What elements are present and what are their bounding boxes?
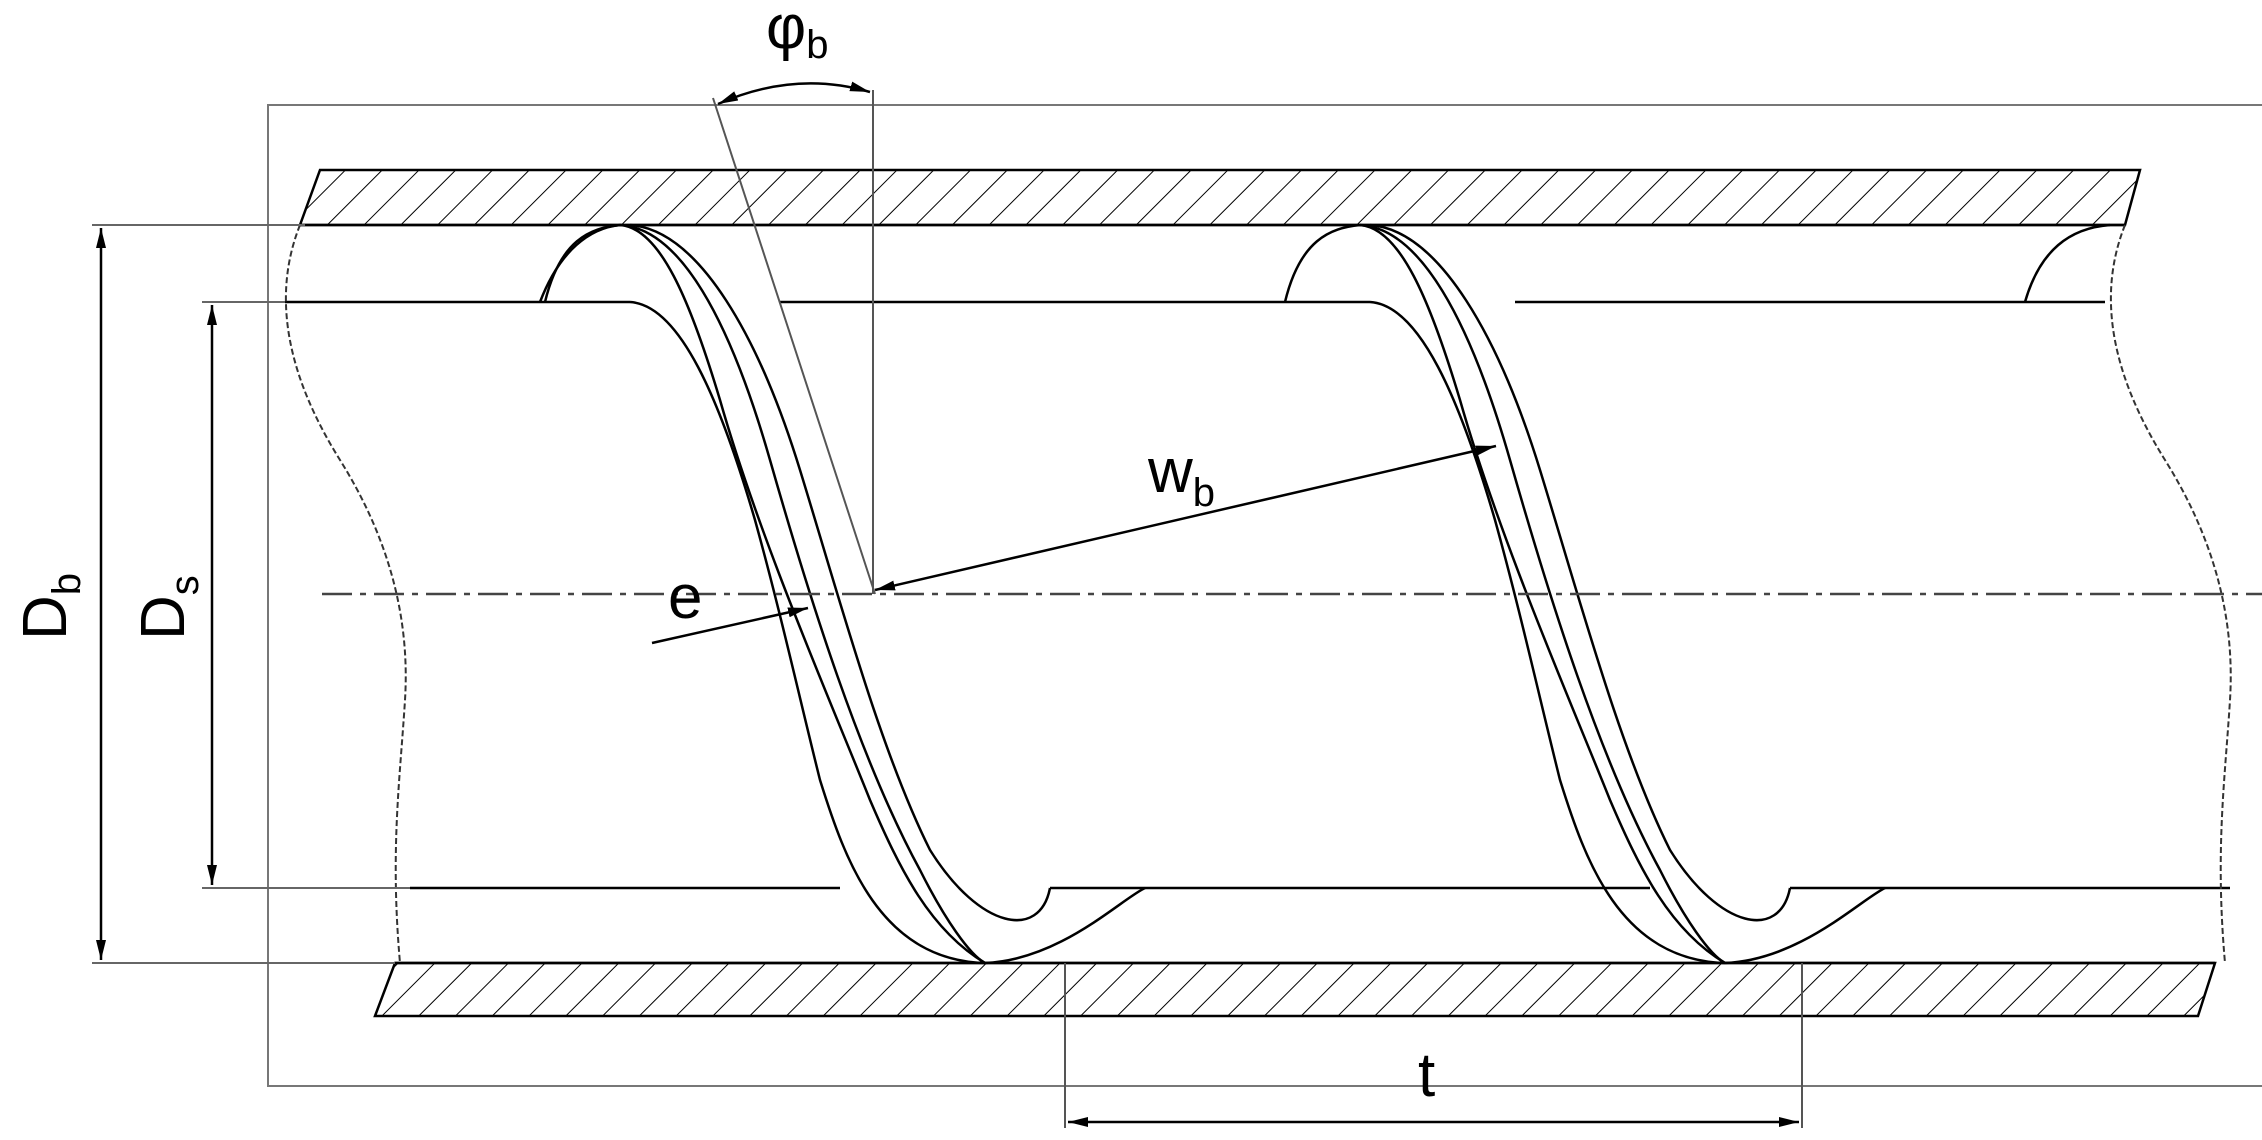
barrel-wall-bottom (373, 961, 2217, 1018)
label-wb: wb (1147, 437, 1215, 515)
frame-outline (267, 104, 2262, 1087)
break-lines (284, 224, 2232, 964)
dimension-e (651, 606, 809, 645)
label-Ds: Ds (129, 575, 207, 640)
barrel-wall-top (298, 168, 2142, 227)
dimension-phi-b (712, 81, 876, 595)
dimension-Db (92, 224, 395, 964)
screw-flight-1 (538, 223, 1146, 965)
dimension-wb (874, 444, 1497, 592)
dimension-Ds (202, 301, 410, 889)
barrel-bore-lines (300, 223, 2215, 965)
label-phi-b: φb (766, 0, 828, 67)
label-e: e (668, 563, 702, 632)
label-t: t (1418, 1041, 1435, 1110)
shaft-root-lines (285, 300, 2230, 890)
screw-flight-3-partial (2023, 223, 2111, 303)
dimension-t (1064, 963, 1803, 1128)
label-Db: Db (11, 573, 89, 640)
